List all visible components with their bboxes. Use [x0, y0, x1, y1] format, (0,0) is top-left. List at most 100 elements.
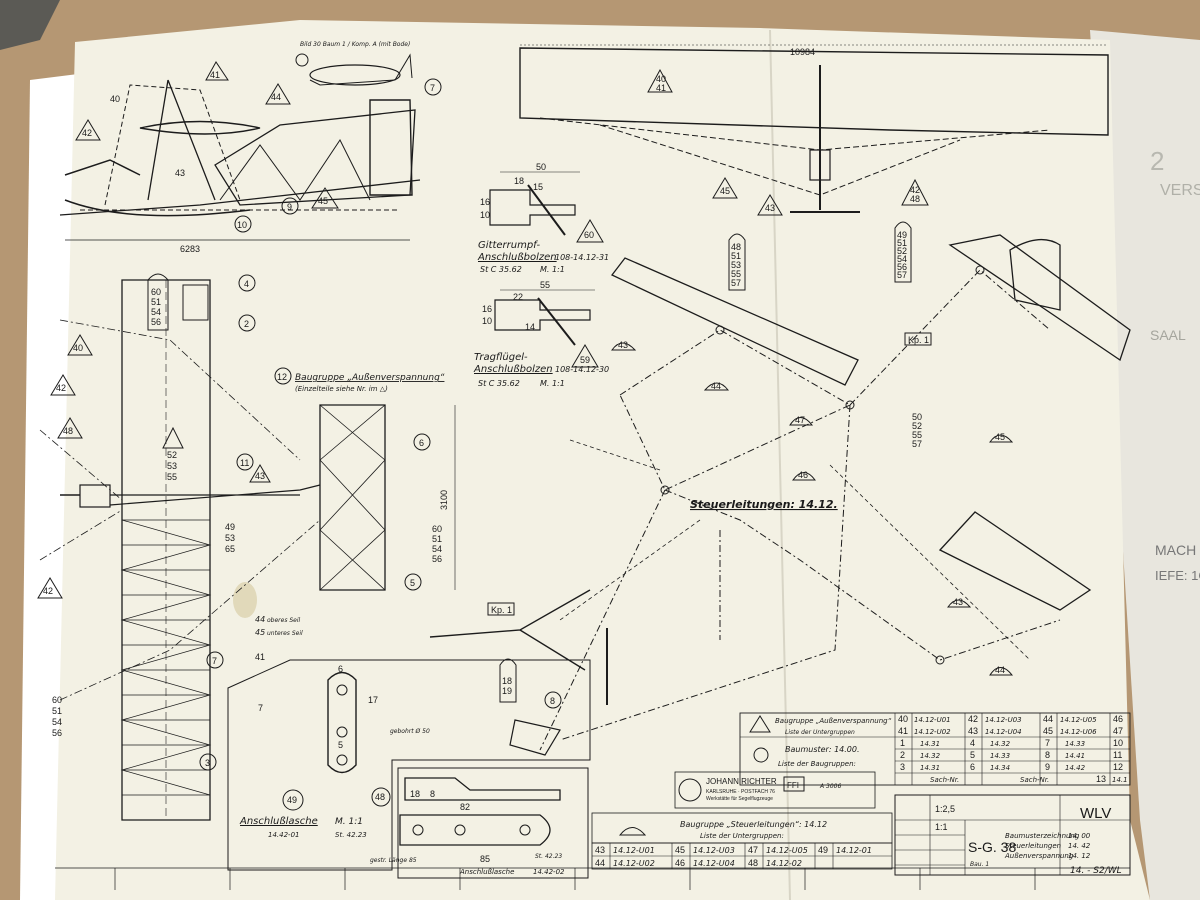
front-callout-43: 43 [765, 203, 775, 213]
stack-50-2: 55 [912, 430, 922, 440]
sheet-border-ticks [55, 867, 1130, 890]
legend-circle-text: Baumuster: 14.00. [785, 745, 860, 754]
subgroup-col-dividers [609, 843, 834, 869]
wing-bolt-title: Tragflügel- [474, 352, 528, 363]
stack-49u-0: 49 [897, 230, 907, 240]
lg-r5-c2: 14.31 [920, 764, 940, 772]
stamp-address: KARLSRUHE · POSTFACH 76 [706, 789, 775, 795]
sg-r1-c8: 14.12-01 [836, 846, 872, 855]
fuselage-bolt-subtitle: Anschlußbolzen [477, 252, 557, 263]
strap-dim-8: 8 [430, 789, 435, 799]
plan-view-wing [121, 279, 211, 821]
stack-48-upper-0: 48 [731, 242, 741, 252]
plan-view-rib-diagonals [120, 519, 212, 796]
stack-48-upper-2: 53 [731, 260, 741, 270]
lg-r2-c1: 41 [898, 726, 908, 736]
title-line-2: Steuerleitungen [1005, 842, 1061, 850]
legend-triangle-sub: Liste der Untergruppen [785, 729, 855, 736]
lg-r3-c7: 10 [1113, 738, 1123, 748]
legend-grid [740, 713, 1130, 785]
stack-right-3: 56 [432, 554, 442, 564]
plan-callout-4: 4 [244, 279, 249, 289]
legend-bottom-col-3: 13 [1096, 774, 1106, 784]
stamp-company: JOHANN RICHTER [706, 777, 777, 786]
callout-43: 43 [175, 168, 185, 178]
lg-r3-c1: 1 [900, 738, 905, 748]
plan-view-tail-truss [319, 404, 386, 591]
side-view-truss [219, 139, 371, 201]
plan-callout-7: 7 [212, 656, 217, 666]
title-partial-1: 14. 00 [1068, 832, 1091, 840]
title-scale-2: 1:1 [935, 822, 948, 832]
callout-45: 45 [318, 196, 328, 206]
plan-view-boom [109, 484, 321, 506]
side-view-boom [214, 109, 416, 206]
control-callout-43-right: 43 [953, 597, 963, 607]
lg-r5-c3: 6 [970, 762, 975, 772]
pulley-2 [845, 400, 855, 410]
subgroup-row-1: 43 14.12-U01 45 14.12-U03 47 14.12-U05 4… [595, 845, 872, 855]
stack-mid-2: 55 [167, 472, 177, 482]
stack-right-0: 60 [432, 524, 442, 534]
bracket-tag: 49 [287, 795, 297, 805]
plan-callout-6: 6 [419, 438, 424, 448]
stack-49-0: 49 [225, 522, 235, 532]
subgroup-half-circle [618, 827, 647, 836]
half-circle-45 [989, 434, 1014, 443]
callout-7: 7 [430, 83, 435, 93]
lg-r4-c5: 8 [1045, 750, 1050, 760]
callout-triangle-42 [75, 119, 101, 141]
strap-dim-82: 82 [460, 802, 470, 812]
legend-rows: 40 14.12-U01 42 14.12-U03 44 14.12-U05 4… [898, 714, 1123, 772]
stack-mid: 52 53 55 [162, 426, 184, 482]
wing-bolt-material: St C 35.62 [478, 379, 520, 388]
callout-triangle-42-48 [901, 178, 929, 206]
group-number: 12 [277, 372, 287, 382]
strap-hole-3 [519, 824, 531, 836]
stamp-logo: FFI [787, 781, 799, 790]
kp-label-right: Kp. 1 [908, 335, 929, 345]
title-block-grid [895, 795, 1130, 875]
stack-right-1: 51 [432, 534, 442, 544]
title-sheet: Bau. 1 [970, 861, 989, 868]
note-44: 44 [255, 615, 265, 624]
callout-circle-10 [234, 215, 252, 233]
dimension-tail: 3100 [439, 490, 449, 510]
subgroup-title: Baugruppe „Steuerleitungen“: 14.12 [680, 820, 827, 829]
callout-triangle-41 [205, 61, 229, 81]
lg-r4-c6: 14.41 [1065, 752, 1085, 760]
callout-44: 44 [271, 92, 281, 102]
callout-40: 40 [110, 94, 120, 104]
group-circle-12 [274, 367, 292, 385]
lg-r2-c7: 47 [1113, 726, 1123, 736]
plan-circle-4 [238, 274, 256, 292]
lg-r1-c6: 14.12-U05 [1060, 716, 1097, 724]
control-callout-47: 47 [795, 415, 805, 425]
lg-r1-c5: 44 [1043, 714, 1053, 724]
stack-mid-triangle [162, 426, 184, 449]
fuselage-bolt-drawing [489, 189, 576, 226]
callout-triangle-45 [311, 187, 339, 209]
plan-view-ribs [120, 519, 212, 796]
stack-50-mid: 50 52 55 57 [912, 412, 922, 449]
lg-r1-c4: 14.12-U03 [985, 716, 1022, 724]
group-note: (Einzelteile siehe Nr. im △) [295, 385, 388, 393]
bracket-hole-bottom [336, 754, 348, 766]
lg-r2-c5: 45 [1043, 726, 1053, 736]
plan-callout-3: 3 [205, 758, 210, 768]
strap-material: St. 42.23 [535, 853, 562, 860]
sg-r2-c6: 14.12-02 [766, 859, 802, 868]
side-view-caption: Bild 30 Baum 1 / Komp. A (mit Bode) [300, 41, 410, 48]
fuselage-bolt-tag: 60 [584, 230, 594, 240]
kp-box-left [487, 602, 515, 616]
desk-object [0, 0, 60, 50]
stack-49-upper: 49 51 52 54 56 57 [894, 221, 912, 283]
lg-r5-c4: 14.34 [990, 764, 1010, 772]
sg-r1-c2: 14.12-U01 [613, 846, 655, 855]
plan-callout-42: 42 [56, 383, 66, 393]
strap-tag: 48 [375, 792, 385, 802]
front-view-wing-outline [519, 47, 1109, 136]
title-partial-3: 14. 12 [1068, 852, 1091, 860]
strap-top-view [399, 814, 551, 846]
